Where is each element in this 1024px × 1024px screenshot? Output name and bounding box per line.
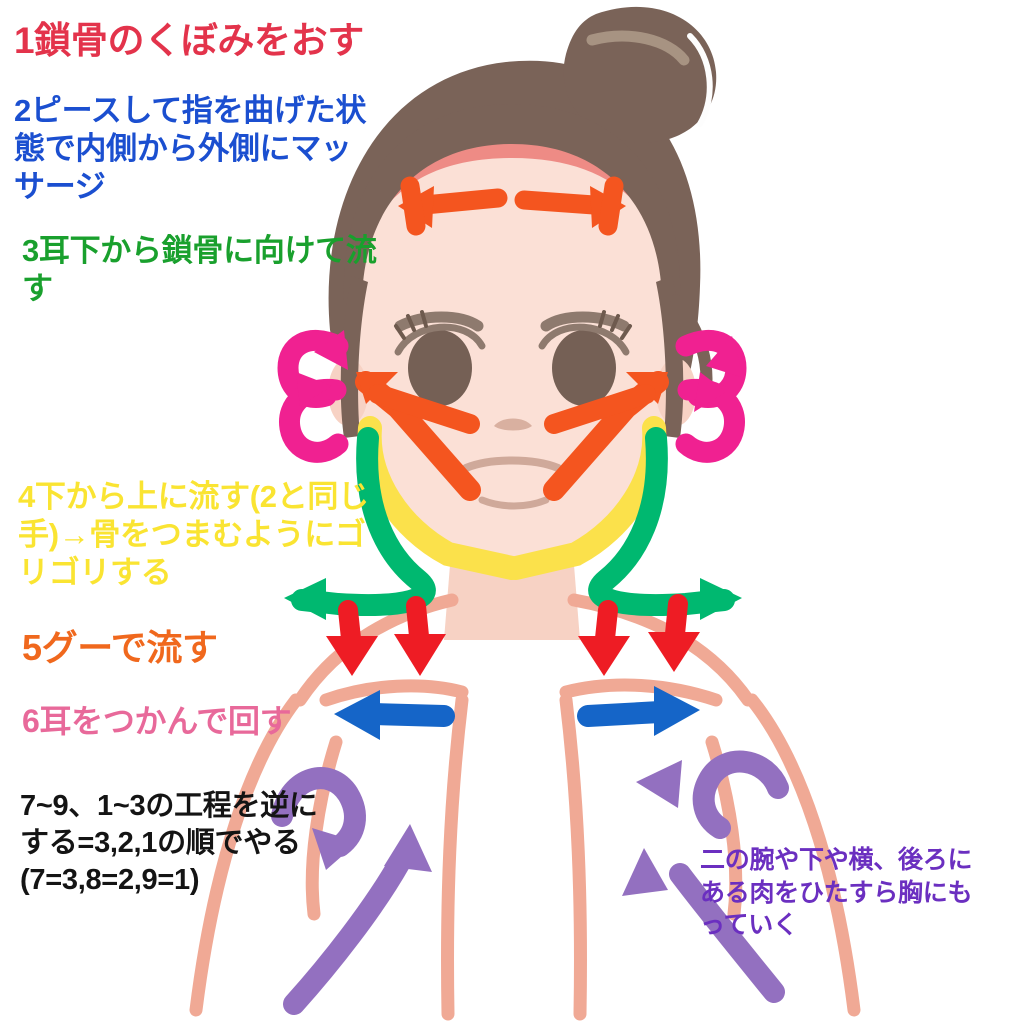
forehead-left-arrow bbox=[398, 176, 508, 236]
ear-right-rotate-lower-head bbox=[694, 372, 726, 412]
note-step-6: 6耳をつかんで回す bbox=[22, 703, 292, 739]
ear-right-rotate-upper-head bbox=[706, 336, 744, 378]
arm-left-arrow-lower bbox=[283, 824, 432, 1015]
collar-line-right bbox=[559, 678, 723, 707]
note-step-3: 3耳下から鎖骨に向けて流 す bbox=[22, 233, 377, 306]
arm-right-arrow-upper bbox=[636, 750, 789, 839]
collarbone-right-arrow-a bbox=[578, 600, 630, 676]
hair-bun-highlight bbox=[586, 30, 690, 66]
torso-right-outline bbox=[559, 693, 587, 1021]
cheek-left-arrow bbox=[355, 371, 481, 501]
hair-front bbox=[343, 104, 681, 300]
collarbone-left-arrow-a bbox=[326, 600, 378, 676]
torso-left-outline bbox=[441, 693, 469, 1021]
note-step-1: 1鎖骨のくぼみをおす bbox=[14, 20, 364, 61]
shoulder-left-outline bbox=[293, 593, 459, 707]
eyelashes-right bbox=[598, 310, 632, 340]
hair-bun-highlight-2 bbox=[687, 33, 713, 127]
chest-left-arrow bbox=[334, 690, 455, 740]
collarbone-left-arrow-b bbox=[394, 596, 446, 676]
note-arm-instruction: 二の腕や下や横、後ろに ある肉をひたすら胸にも っていく bbox=[700, 846, 973, 939]
collar-line-left bbox=[319, 679, 469, 707]
hair-side-left bbox=[340, 276, 368, 438]
face-shape bbox=[348, 140, 676, 578]
hair-side-right bbox=[656, 276, 684, 438]
arm-right-arrow-lower bbox=[622, 848, 785, 1003]
ear-left-rotate-lower-head bbox=[296, 372, 332, 406]
eyelashes-left bbox=[394, 310, 428, 340]
arm-right-outer bbox=[745, 693, 861, 1017]
nose bbox=[494, 418, 532, 431]
ear-left-rotate-upper-head bbox=[314, 330, 348, 370]
note-step-7-to-9: 7~9、1~3の工程を逆に する=3,2,1の順でやる (7=3,8=2,9=1… bbox=[20, 790, 318, 897]
collarbone-right-arrow-b bbox=[648, 594, 700, 672]
arm-left-arrow-upper bbox=[271, 767, 366, 870]
mouth-upper bbox=[462, 456, 562, 472]
mouth-lower bbox=[478, 496, 550, 510]
neck-left-arrow bbox=[284, 427, 436, 620]
arm-left-outer bbox=[189, 693, 303, 1017]
eye-right bbox=[552, 330, 616, 406]
neck-right-arrow bbox=[588, 427, 742, 620]
ear-left-rotate-lower bbox=[279, 378, 349, 463]
forehead-right-arrow bbox=[514, 176, 626, 236]
eye-left bbox=[408, 330, 472, 406]
headband bbox=[348, 122, 676, 300]
note-step-2: 2ピースして指を曲げた状 態で内側から外側にマッ サージ bbox=[14, 93, 367, 204]
figure-body bbox=[189, 6, 861, 1021]
eyebrow-left bbox=[394, 311, 484, 332]
eyelid-left bbox=[394, 323, 486, 356]
cheek-right-arrow bbox=[543, 371, 669, 501]
eyelid-right bbox=[538, 323, 630, 356]
note-step-5: 5グーで流す bbox=[22, 627, 218, 668]
note-step-4: 4下から上に流す(2と同じ 手)→骨をつまむようにゴ リゴリする bbox=[18, 479, 369, 590]
chest-right-arrow bbox=[577, 686, 700, 736]
